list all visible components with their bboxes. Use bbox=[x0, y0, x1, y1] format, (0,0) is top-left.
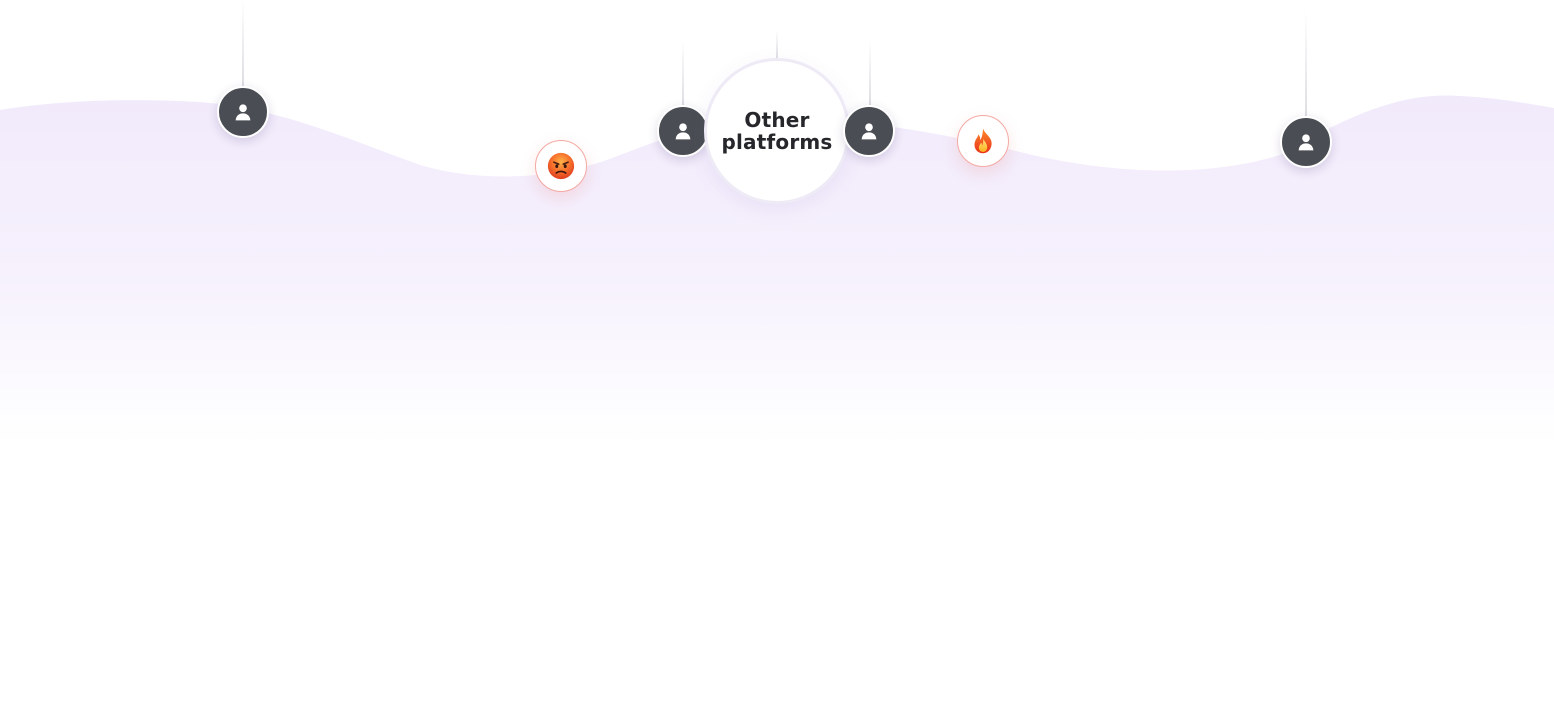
fire-icon bbox=[974, 128, 992, 154]
user-icon bbox=[235, 104, 251, 121]
hanging-string bbox=[242, 0, 244, 88]
fire-reaction bbox=[957, 115, 1009, 167]
hanging-string bbox=[776, 30, 778, 60]
user-avatar bbox=[843, 105, 895, 157]
user-avatar bbox=[1280, 116, 1332, 168]
hanging-string bbox=[682, 40, 684, 108]
user-icon bbox=[675, 123, 691, 140]
user-avatar bbox=[657, 105, 709, 157]
angry-face-icon bbox=[547, 152, 575, 180]
hanging-string bbox=[869, 40, 871, 108]
wave-shape bbox=[0, 95, 1554, 728]
user-avatar bbox=[217, 86, 269, 138]
other-platforms-hub: Other platforms bbox=[704, 58, 850, 204]
hanging-string bbox=[1305, 10, 1307, 120]
hub-label: Other platforms bbox=[721, 108, 833, 154]
user-icon bbox=[1298, 134, 1314, 151]
user-icon bbox=[861, 123, 877, 140]
angry-reaction bbox=[535, 140, 587, 192]
